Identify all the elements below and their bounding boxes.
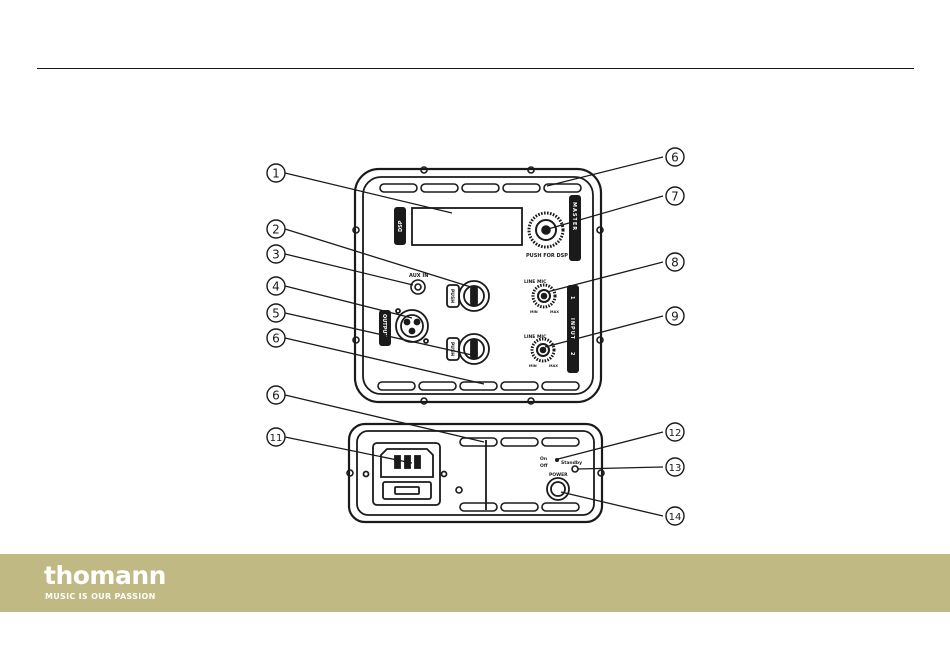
- svg-text:9: 9: [671, 310, 679, 324]
- min-1-label: MIN: [530, 310, 538, 314]
- callout-11: 11: [267, 428, 285, 446]
- indicator-hole: [456, 487, 462, 493]
- svg-text:12: 12: [669, 428, 682, 439]
- svg-text:13: 13: [669, 463, 682, 474]
- brand-tagline: MUSIC IS OUR PASSION: [45, 592, 156, 602]
- upper-panel: [353, 167, 603, 404]
- callout-8: 8: [666, 253, 684, 271]
- callout-6b: 6: [666, 148, 684, 166]
- svg-text:11: 11: [270, 433, 283, 444]
- callout-12: 12: [666, 423, 684, 441]
- max-1-label: MAX: [550, 310, 559, 314]
- standby-led: [572, 466, 578, 472]
- power-label: POWER: [549, 472, 568, 478]
- callout-3: 3: [267, 245, 285, 263]
- svg-text:4: 4: [272, 280, 280, 294]
- upper-panel-screws: [353, 167, 603, 404]
- line-mic-1-label: LINE MIC: [524, 279, 547, 285]
- footer-band: thomann MUSIC IS OUR PASSION: [0, 554, 950, 612]
- callout-13: 13: [666, 458, 684, 476]
- callout-6c: 6: [267, 386, 285, 404]
- input-label: INPUT: [569, 318, 575, 340]
- master-knob: [529, 213, 563, 247]
- push-for-dsp-label: PUSH FOR DSP: [526, 253, 568, 259]
- aux-in-label: AUX IN: [409, 273, 428, 279]
- svg-text:6: 6: [671, 151, 679, 165]
- svg-text:6: 6: [272, 389, 280, 403]
- output-label: OUTPUT: [381, 314, 387, 337]
- rear-panel-diagram: DSP MASTER PUSH FOR DSP AUX IN OUTPUT IN…: [0, 0, 950, 554]
- svg-text:14: 14: [669, 512, 682, 523]
- svg-text:7: 7: [671, 190, 679, 204]
- aux-in-jack: [411, 280, 425, 294]
- callout-5: 5: [267, 304, 285, 322]
- channel-1-label: 1: [569, 296, 575, 300]
- callout-2: 2: [267, 220, 285, 238]
- channel-2-label: 2: [569, 352, 575, 356]
- callout-4: 4: [267, 277, 285, 295]
- line-mic-2-label: LINE MIC: [524, 334, 547, 340]
- power-switch: [547, 478, 569, 500]
- on-label: On: [540, 456, 547, 462]
- dsp-display: [412, 208, 522, 245]
- xlr-output-connector: [396, 309, 428, 343]
- callout-9: 9: [666, 307, 684, 325]
- gain-knob-2: [532, 339, 554, 361]
- brand-logo: thomann: [44, 562, 166, 590]
- push-1-label: PUSH: [449, 289, 455, 303]
- callout-6a: 6: [267, 329, 285, 347]
- svg-text:3: 3: [272, 248, 280, 262]
- standby-label: Standby: [561, 460, 582, 466]
- gain-knob-1: [533, 285, 555, 307]
- svg-text:2: 2: [272, 223, 280, 237]
- svg-text:1: 1: [272, 167, 280, 181]
- callout-7: 7: [666, 187, 684, 205]
- dsp-label: DSP: [398, 220, 404, 232]
- lower-bottom-vents: [460, 503, 579, 511]
- off-label: Off: [540, 463, 548, 469]
- callout-1: 1: [267, 164, 285, 182]
- upper-panel-outer: [355, 169, 601, 402]
- iec-power-inlet: [364, 443, 447, 505]
- min-2-label: MIN: [529, 364, 537, 368]
- leader-lines: [285, 157, 663, 516]
- max-2-label: MAX: [549, 364, 558, 368]
- callout-14: 14: [666, 507, 684, 525]
- svg-text:6: 6: [272, 332, 280, 346]
- push-2-label: PUSH: [449, 342, 455, 356]
- master-label: MASTER: [571, 202, 577, 231]
- svg-text:8: 8: [671, 256, 679, 270]
- svg-text:5: 5: [272, 307, 280, 321]
- lower-top-vents: [460, 438, 579, 446]
